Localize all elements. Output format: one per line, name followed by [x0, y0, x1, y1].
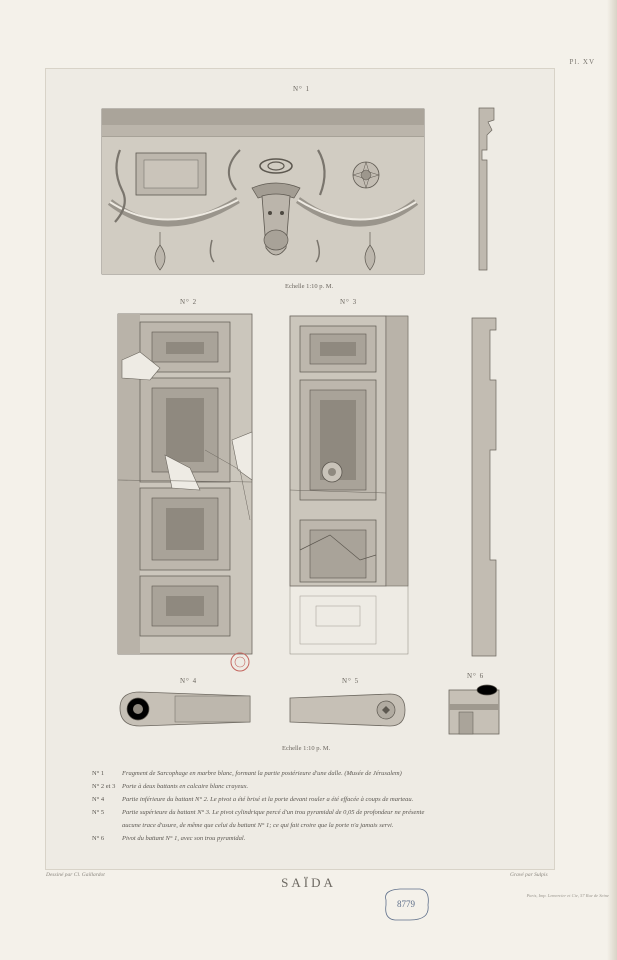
legend-text: aucune trace d'usure, de même que celui … — [122, 822, 394, 829]
legend-text: Partie inférieure du battant N° 2. Le pi… — [122, 796, 414, 803]
legend-text: Partie supérieure du battant N° 3. Le pi… — [122, 809, 425, 816]
legend: N° 1 Fragment de Sarcophage en marbre bla… — [92, 767, 532, 845]
legend-row: N° 2 et 3 Porte à deux battants en calcai… — [92, 780, 532, 793]
legend-row: N° 1 Fragment de Sarcophage en marbre bla… — [92, 767, 532, 780]
legend-number: N° 4 — [92, 796, 105, 803]
legend-number: N° 6 — [92, 835, 105, 842]
fig6-label: N° 6 — [467, 672, 485, 680]
library-stamp — [230, 652, 250, 672]
fig4-label: N° 4 — [180, 677, 198, 685]
legend-row: N° 5 Partie supérieure du battant N° 3. L… — [92, 806, 532, 819]
legend-text: Porte à deux battants en calcaire blanc … — [122, 783, 249, 790]
inventory-stamp — [385, 888, 429, 921]
credit-engraver: Gravé par Sulpis — [510, 872, 548, 878]
scale-lower: Echelle 1:10 p. M. — [282, 745, 331, 752]
page-edge-shadow — [607, 0, 617, 960]
legend-row: aucune trace d'usure, de même que celui … — [92, 819, 532, 832]
credit-draftsman: Dessiné par Cl. Gaillardot — [46, 872, 105, 878]
legend-row: N° 6 Pivot du battant N° 1, avec son trou… — [92, 832, 532, 845]
legend-row: N° 4 Partie inférieure du battant N° 2. L… — [92, 793, 532, 806]
pivot-lower — [119, 691, 251, 727]
inventory-number: 8779 — [397, 899, 415, 909]
fig1-label: N° 1 — [293, 85, 311, 93]
pivot-block — [448, 684, 500, 735]
fig2-label: N° 2 — [180, 298, 198, 306]
plate-number: Pl. XV — [569, 58, 595, 66]
door-leaf-left — [117, 313, 253, 655]
door-profile — [471, 317, 497, 657]
door-leaf-right — [289, 315, 409, 655]
printer-line: Paris, Imp. Lemercier et Cie, 57 Rue de … — [526, 893, 609, 898]
scale-upper: Echelle 1:10 p. M. — [285, 283, 334, 290]
legend-number: N° 5 — [92, 809, 105, 816]
sarcophagus-profile — [478, 107, 495, 271]
plate-title: SAÏDA — [281, 875, 336, 890]
sarcophagus-fragment — [101, 108, 425, 275]
legend-number: N° 1 — [92, 770, 105, 777]
legend-text: Fragment de Sarcophage en marbre blanc, … — [122, 770, 402, 777]
pivot-upper — [289, 693, 406, 727]
legend-text: Pivot du battant N° 1, avec son trou pyr… — [122, 835, 246, 842]
fig3-label: N° 3 — [340, 298, 358, 306]
legend-number: N° 2 et 3 — [92, 783, 116, 790]
fig5-label: N° 5 — [342, 677, 360, 685]
